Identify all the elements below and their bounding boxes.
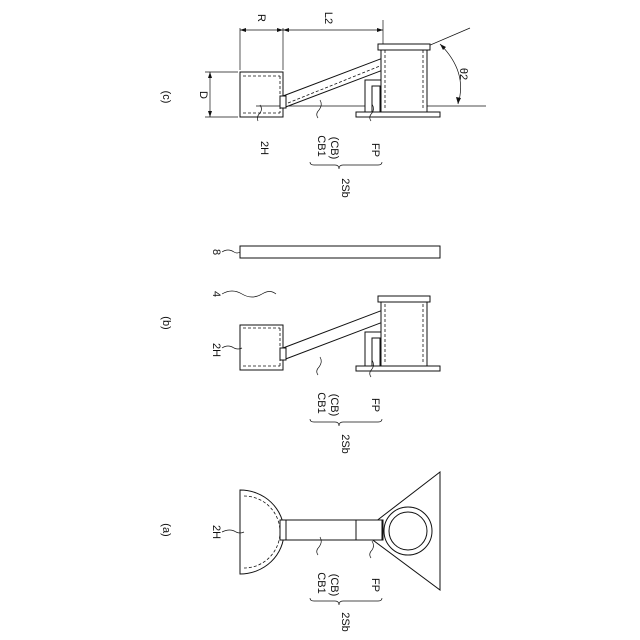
assembly-label-a: 2Sb xyxy=(339,612,351,632)
boom-alt-label-b: (CB) xyxy=(328,394,340,417)
assembly-label-c: 2Sb xyxy=(339,178,351,198)
panel-b: (b) 8 4 2H CB1 (CB) FP 2Sb xyxy=(160,246,440,454)
base-label-b: FP xyxy=(369,398,381,412)
column-ring-a xyxy=(384,507,432,555)
ceiling-label: 4 xyxy=(210,291,222,297)
floor-plate xyxy=(240,246,440,258)
panel-a-label: (a) xyxy=(160,523,172,536)
dim-d-label: D xyxy=(197,91,209,99)
base-label-c: FP xyxy=(369,143,381,157)
panel-b-label: (b) xyxy=(160,316,172,329)
panel-a: (a) 2H CB1 (CB) FP 2Sb xyxy=(160,472,440,632)
head-dome-a xyxy=(240,490,284,574)
assembly-label-b: 2Sb xyxy=(339,434,351,454)
column-c xyxy=(381,48,427,112)
boom-alt-label-a: (CB) xyxy=(328,574,340,597)
head-label-c: 2H xyxy=(258,141,270,155)
boom-label-c: CB1 xyxy=(315,135,327,156)
column-b xyxy=(381,302,427,366)
dim-l2-label: L2 xyxy=(322,12,334,24)
panel-c: (c) R L2 D xyxy=(160,12,486,198)
angle-label: θ2 xyxy=(457,68,469,80)
floor-label: 8 xyxy=(210,249,222,255)
dim-r-label: R xyxy=(255,14,267,22)
head-label-b: 2H xyxy=(210,343,222,357)
head-label-a: 2H xyxy=(210,525,222,539)
boom-alt-label-c: (CB) xyxy=(328,137,340,160)
head-box-b xyxy=(240,325,283,370)
base-label-a: FP xyxy=(369,578,381,592)
boom-label-a: CB1 xyxy=(315,572,327,593)
panel-c-label: (c) xyxy=(160,91,172,104)
boom-label-b: CB1 xyxy=(315,392,327,413)
